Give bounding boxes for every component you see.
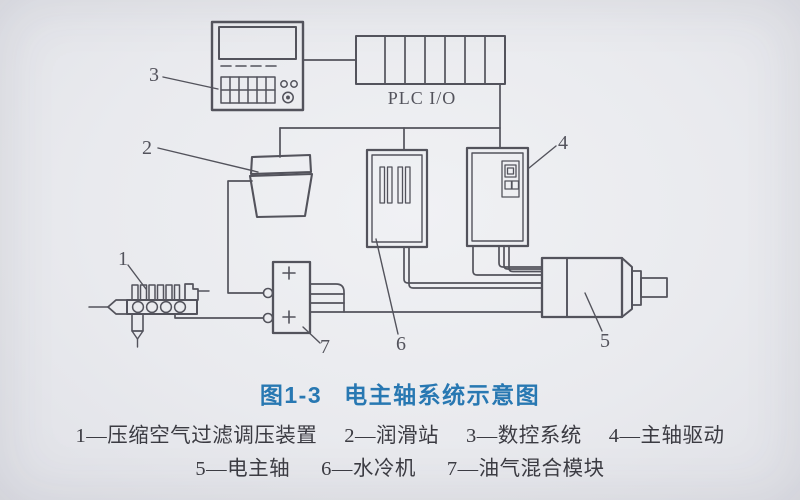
legend-item: 1—压缩空气过滤调压装置 — [75, 425, 318, 447]
lubrication-station — [248, 153, 314, 219]
label-7: 7 — [320, 336, 330, 358]
lube-lid — [249, 153, 313, 176]
cable-drive-c — [503, 245, 543, 270]
legend-item: 7—油气混合模块 — [446, 458, 605, 480]
spindle-nose — [621, 257, 633, 318]
spindle-collar — [631, 270, 642, 306]
filter-bowl — [131, 313, 144, 332]
label-1: 1 — [118, 248, 128, 270]
leader-1 — [127, 264, 147, 290]
air-unit-fins — [131, 284, 181, 301]
cnc-panel — [210, 20, 305, 112]
figure-number: 图1-3 — [259, 382, 323, 408]
leader-5 — [584, 292, 603, 332]
label-2: 2 — [142, 137, 152, 159]
leader-4 — [528, 145, 557, 169]
electric-spindle — [540, 256, 668, 319]
water-cooler — [365, 148, 429, 249]
legend-item: 2—润滑站 — [344, 425, 439, 447]
air-inlet-tip — [107, 299, 128, 315]
drive-display-panel — [501, 160, 520, 198]
legend-line-2: 5—电主轴 6—水冷机 7—油气混合模块 — [0, 451, 800, 481]
cnc-knob — [282, 91, 294, 104]
label-4: 4 — [558, 132, 568, 154]
pipe-lube-to-module — [227, 180, 264, 294]
spindle-drive — [465, 146, 530, 248]
figure-title: 电主轴系统示意图 — [344, 382, 541, 408]
cnc-buttons — [280, 80, 298, 104]
legend-line-1: 1—压缩空气过滤调压装置 2—润滑站 3—数控系统 4—主轴驱动 — [0, 418, 800, 448]
air-unit-gauges — [131, 300, 187, 314]
pipe-cooler-a — [403, 246, 543, 284]
label-3: 3 — [149, 64, 159, 86]
lube-tank — [248, 172, 314, 219]
leader-2 — [157, 147, 259, 173]
plc-io-block — [355, 35, 506, 85]
legend-item: 5—电主轴 — [195, 458, 291, 480]
cable-drive-a — [472, 245, 543, 276]
leader-3 — [162, 76, 219, 90]
module-plus-marks — [282, 266, 296, 324]
cnc-screen — [218, 26, 297, 60]
pipe-cooler-b — [408, 246, 543, 289]
pipe-air-to-module — [174, 313, 264, 319]
legend-item: 6—水冷机 — [321, 458, 416, 480]
air-filter-regulator — [88, 283, 210, 348]
label-5: 5 — [600, 330, 610, 352]
figure-caption: 图1-3 电主轴系统示意图 — [0, 376, 800, 410]
filter-bowl-tip — [131, 330, 144, 340]
cnc-keypad — [220, 76, 276, 104]
legend-item: 4—主轴驱动 — [608, 425, 725, 447]
leader-lines — [127, 76, 603, 344]
spindle-body — [540, 256, 624, 319]
tube-bundle-top — [309, 283, 345, 313]
part-labels: 1 2 3 4 5 6 7 PLC I/O — [118, 64, 610, 358]
plc-io-label: PLC I/O — [388, 88, 457, 108]
cable-drive-d — [508, 245, 543, 273]
module-ports — [262, 287, 274, 324]
legend-item: 3—数控系统 — [466, 425, 582, 447]
cooler-vents — [379, 166, 411, 204]
oil-air-module — [262, 260, 312, 335]
label-6: 6 — [396, 333, 406, 355]
cable-drive-b — [498, 245, 543, 268]
spindle-shaft — [640, 277, 668, 298]
air-unit-valve — [184, 283, 199, 301]
wiring — [174, 59, 543, 319]
leader-7 — [302, 326, 321, 344]
leader-6 — [375, 238, 399, 335]
